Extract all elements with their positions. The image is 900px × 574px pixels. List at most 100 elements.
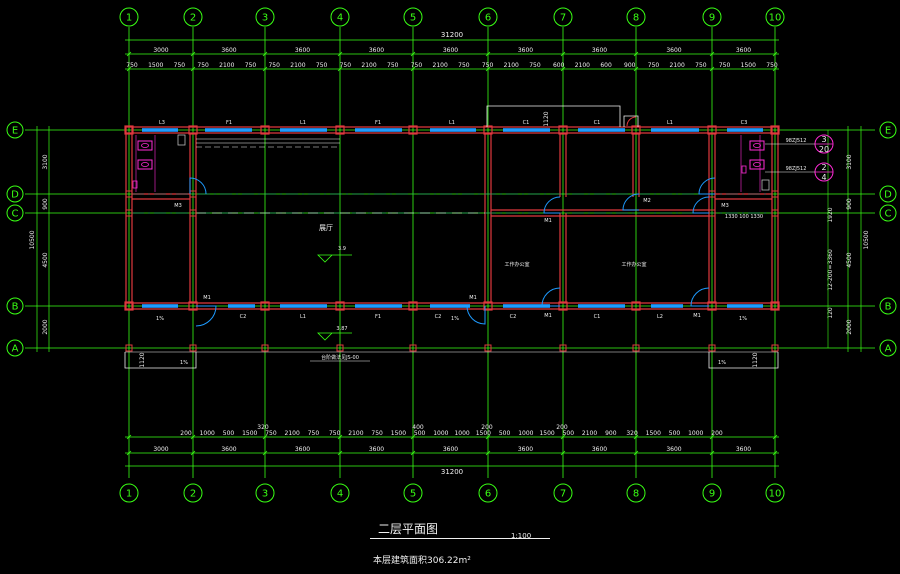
dim-top-bay: 3600 <box>369 47 384 54</box>
window-north <box>578 128 625 132</box>
dim-top-detail: 2100 <box>504 62 519 69</box>
dim-tick <box>709 51 715 57</box>
axis-bubble <box>330 483 350 503</box>
dim-bottom-bay: 3600 <box>518 446 533 453</box>
axis-bubble <box>6 339 24 357</box>
toilet-fixture <box>749 159 765 170</box>
title-underline <box>370 538 550 539</box>
detail-callout-sheet: 4 <box>821 173 826 182</box>
axis-label-B: B <box>12 302 19 313</box>
dim-right-inner: 12-200=3360 <box>827 249 834 291</box>
dim-top-detail: 750 <box>482 62 494 69</box>
dim-canopy: 1120 <box>139 352 146 367</box>
axis-bubble <box>702 7 722 27</box>
toilet-bowl <box>753 162 761 167</box>
dim-left-part: 3100 <box>42 154 49 169</box>
dim-top-bay: 3600 <box>221 47 236 54</box>
room-label-office: 工作办公室 <box>504 261 529 268</box>
slope-mark: 1% <box>739 316 747 322</box>
axis-bubble <box>403 483 423 503</box>
level-triangle <box>317 332 352 341</box>
axis-bubble <box>478 483 498 503</box>
dim-bottom-detail: 200 <box>711 430 723 437</box>
dim-left-part: 4500 <box>42 252 49 267</box>
dim-tick <box>410 66 416 72</box>
axis-bubble <box>255 483 275 503</box>
dim-tick <box>560 51 566 57</box>
toilet-fixture <box>137 140 153 151</box>
dim-top-bay: 3000 <box>153 47 168 54</box>
dim-right-part: 2000 <box>846 319 853 334</box>
dim-tick <box>560 66 566 72</box>
drawing-scale: 1:100 <box>511 532 532 540</box>
dim-top-detail: 900 <box>624 62 636 69</box>
column <box>558 125 568 135</box>
dim-tick <box>772 450 778 456</box>
dim-bottom-bay: 3600 <box>666 446 681 453</box>
axis-label-D: D <box>884 190 892 201</box>
dim-tick <box>485 450 491 456</box>
dim-tick <box>410 434 416 440</box>
room-label-hall: 展厅 <box>319 224 333 232</box>
dim-top-detail: 2100 <box>670 62 685 69</box>
door-tag: M3 <box>721 203 729 209</box>
dim-left-part: 900 <box>42 198 49 210</box>
dim-tick <box>485 66 491 72</box>
dim-top-detail: 750 <box>245 62 257 69</box>
column <box>770 301 780 311</box>
dim-bottom-detail: 1000 <box>200 430 215 437</box>
column <box>771 344 779 352</box>
axis-label-7: 7 <box>560 13 566 24</box>
dim-canopy: 1120 <box>752 352 759 367</box>
dim-tick <box>262 66 268 72</box>
dim-top-detail: 2100 <box>219 62 234 69</box>
dim-top-detail: 600 <box>553 62 565 69</box>
axis-label-1: 1 <box>126 489 132 500</box>
axis-label-8: 8 <box>633 489 639 500</box>
window-tag: L1 <box>300 314 306 320</box>
drawing-title: 二层平面图 <box>378 522 439 536</box>
door-arc <box>543 196 561 214</box>
column <box>124 301 134 311</box>
area-note: 本层建筑面积306.22m² <box>373 556 471 566</box>
door-tag: M1 <box>693 313 701 319</box>
dim-tick <box>190 450 196 456</box>
axis-bubble <box>6 185 24 203</box>
dim-right-inner: 120 <box>827 307 834 319</box>
toilet-bowl <box>141 162 149 167</box>
dim-bottom-detail: 1500 <box>242 430 257 437</box>
dim-bottom-detail: 1500 <box>539 430 554 437</box>
column <box>484 344 492 352</box>
detail-callout-sheet: 20 <box>819 145 829 154</box>
column <box>189 209 197 217</box>
dim-bottom-detail: 750 <box>308 430 320 437</box>
dim-top-bay: 3600 <box>443 47 458 54</box>
axis-label-7: 7 <box>560 489 566 500</box>
vent-arc <box>626 116 637 127</box>
dim-note-1330: 1330 100 1330 <box>725 214 763 220</box>
window-north <box>503 128 550 132</box>
dim-bottom-detail: 750 <box>371 430 383 437</box>
column <box>188 125 198 135</box>
dim-tick <box>633 51 639 57</box>
slope-mark: 1% <box>156 316 164 322</box>
dim-top-detail: 2100 <box>290 62 305 69</box>
column <box>260 125 270 135</box>
column <box>336 344 344 352</box>
window-south <box>228 304 255 308</box>
toilet-bowl <box>753 143 761 148</box>
column <box>771 190 779 198</box>
dim-bottom-detail: 500 <box>563 430 575 437</box>
slope-mark: 1% <box>718 360 726 366</box>
dim-tick <box>410 450 416 456</box>
axis-bubble <box>626 7 646 27</box>
dim-tick <box>560 450 566 456</box>
window-tag: C1 <box>523 120 530 126</box>
window-tag: L1 <box>300 120 306 126</box>
column <box>261 344 269 352</box>
door-tag: M1 <box>544 218 552 224</box>
toilet-fixture <box>749 140 765 151</box>
window-south <box>578 304 625 308</box>
